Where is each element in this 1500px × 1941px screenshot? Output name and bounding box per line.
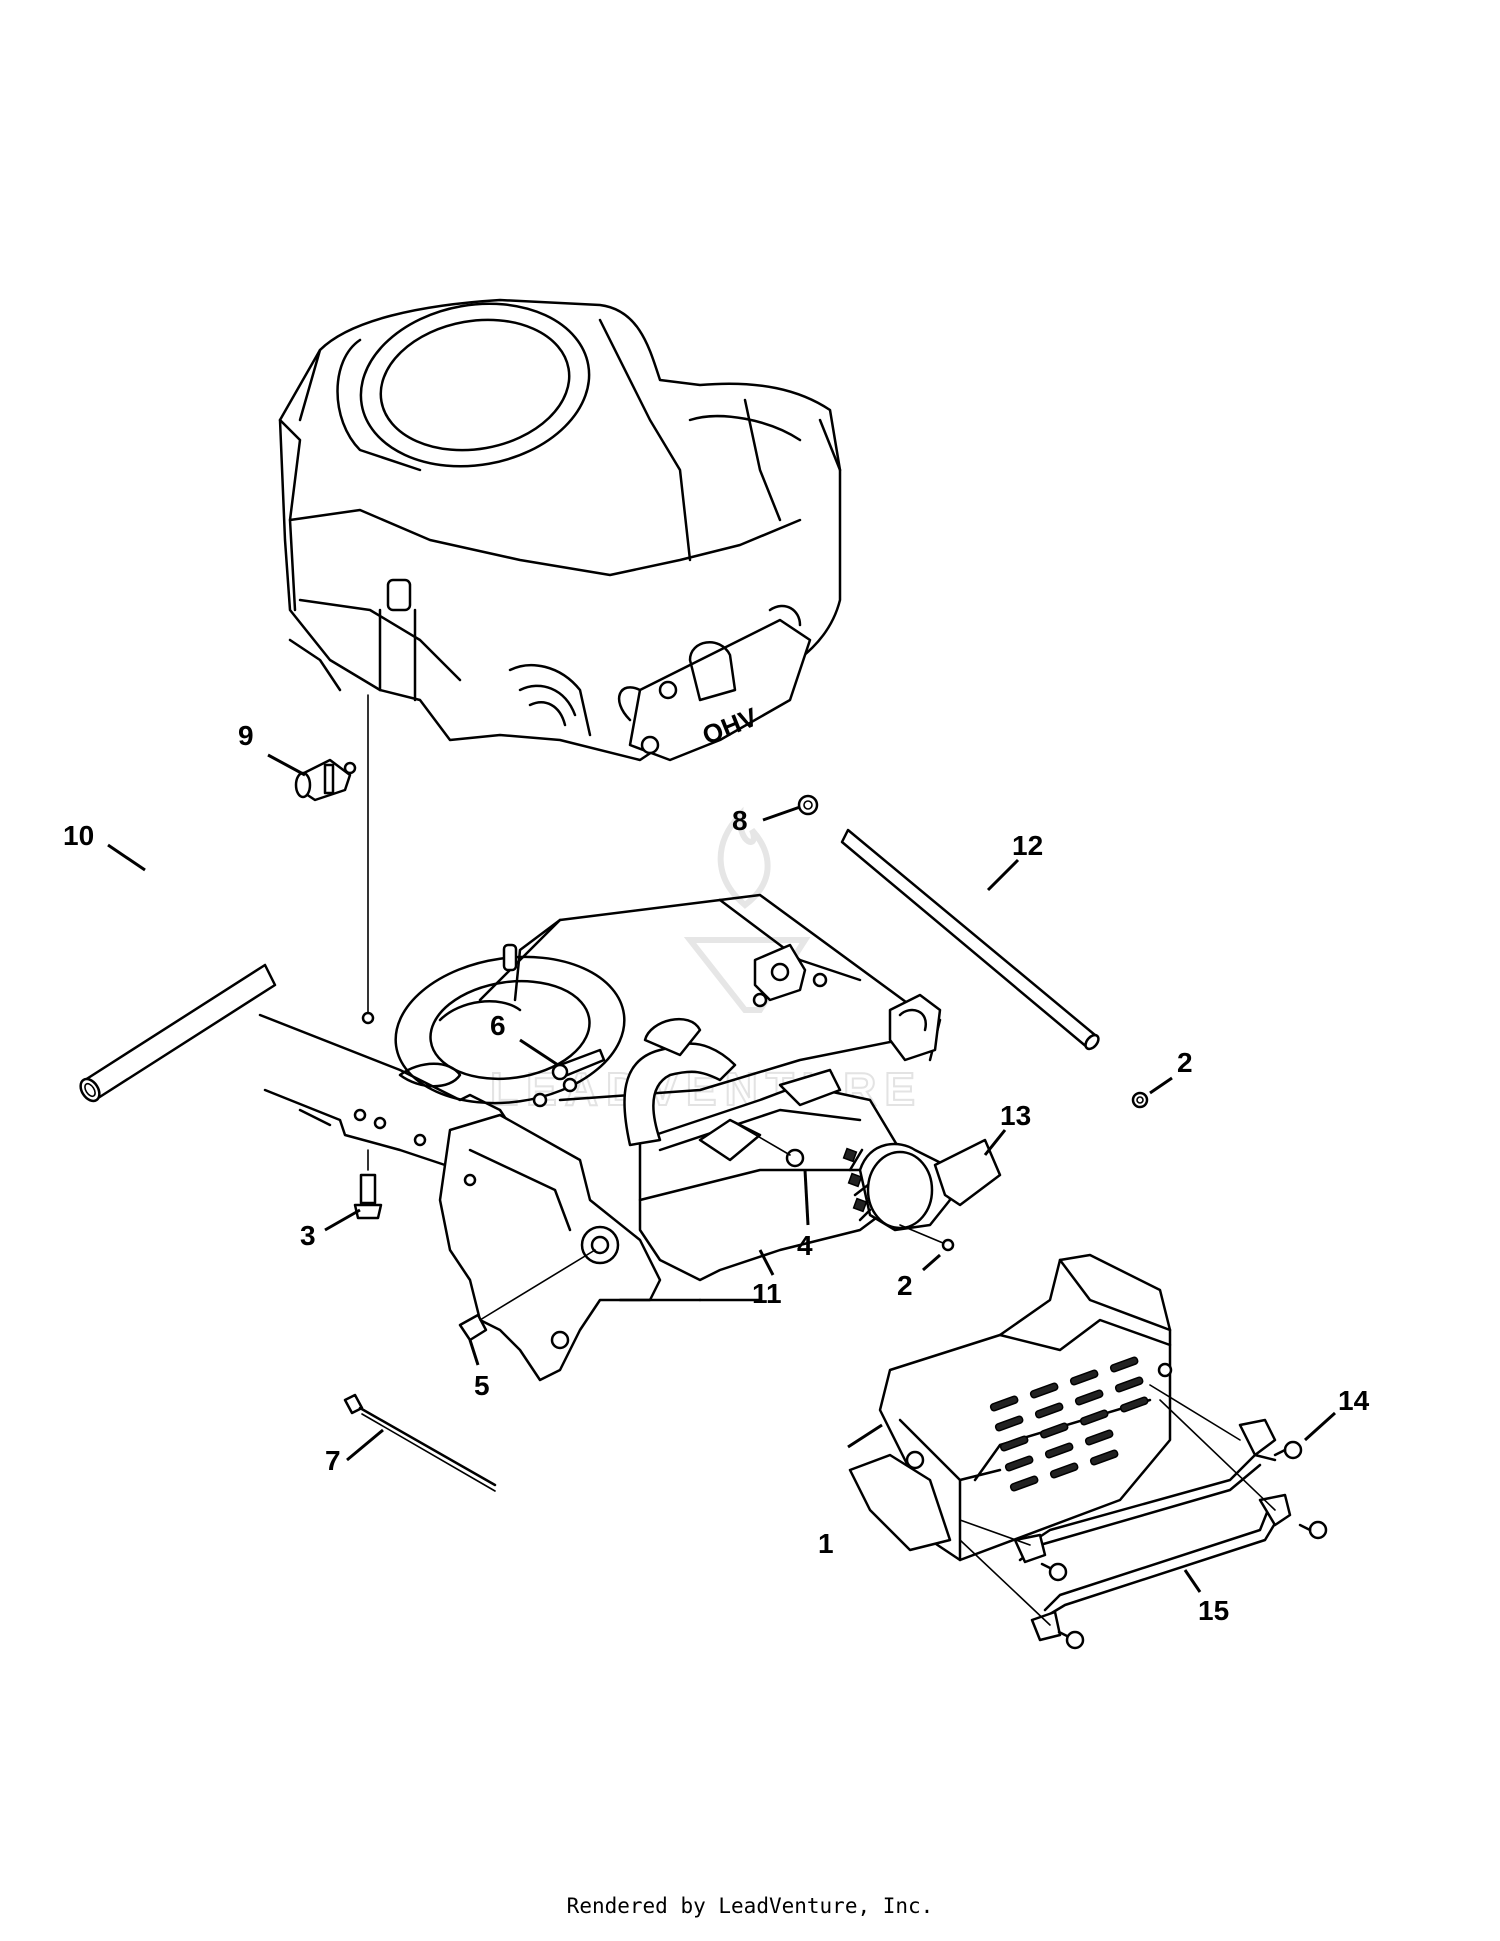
callout-7: 7 (325, 1445, 341, 1476)
callout-3: 3 (300, 1220, 316, 1251)
engine: OHV (278, 298, 842, 762)
heat-shield-slots (989, 1356, 1149, 1492)
pipe-12 (840, 828, 1100, 1051)
screw-2-upper (1131, 1091, 1149, 1109)
screw-4 (729, 1119, 805, 1168)
callout-5: 5 (474, 1370, 490, 1401)
callout-2-lower: 2 (897, 1270, 913, 1301)
callout-8: 8 (732, 805, 748, 836)
screw-2-lower (899, 1224, 955, 1252)
bolt-5 (458, 1249, 596, 1342)
callout-1: 1 (818, 1528, 834, 1559)
callout-labels: 1 2 2 3 4 5 6 7 8 9 10 11 12 13 14 15 (63, 720, 1370, 1626)
callout-2-upper: 2 (1177, 1047, 1193, 1078)
cable-tie-7 (343, 1393, 497, 1492)
heat-shield (848, 1253, 1173, 1562)
bolt-3 (353, 1149, 383, 1220)
callout-10: 10 (63, 820, 94, 851)
callout-11: 11 (752, 1278, 782, 1309)
shield-screws (1040, 1440, 1328, 1650)
callout-15: 15 (1198, 1595, 1229, 1626)
callout-14: 14 (1338, 1385, 1370, 1416)
render-credit: Rendered by LeadVenture, Inc. (566, 1894, 934, 1918)
callout-9: 9 (238, 720, 254, 751)
leader-lines (107, 753, 1337, 1593)
clamp-9 (294, 758, 357, 802)
tractor-frame (258, 893, 942, 1382)
heat-shield-brackets (959, 1384, 1292, 1642)
pipe-10 (79, 963, 277, 1103)
callout-13: 13 (1000, 1100, 1031, 1131)
bolt-6 (551, 1048, 606, 1081)
callout-6: 6 (490, 1010, 506, 1041)
muffler (623, 943, 1002, 1282)
callout-4: 4 (797, 1230, 813, 1261)
callout-12: 12 (1012, 830, 1043, 861)
nut-8 (797, 794, 819, 816)
